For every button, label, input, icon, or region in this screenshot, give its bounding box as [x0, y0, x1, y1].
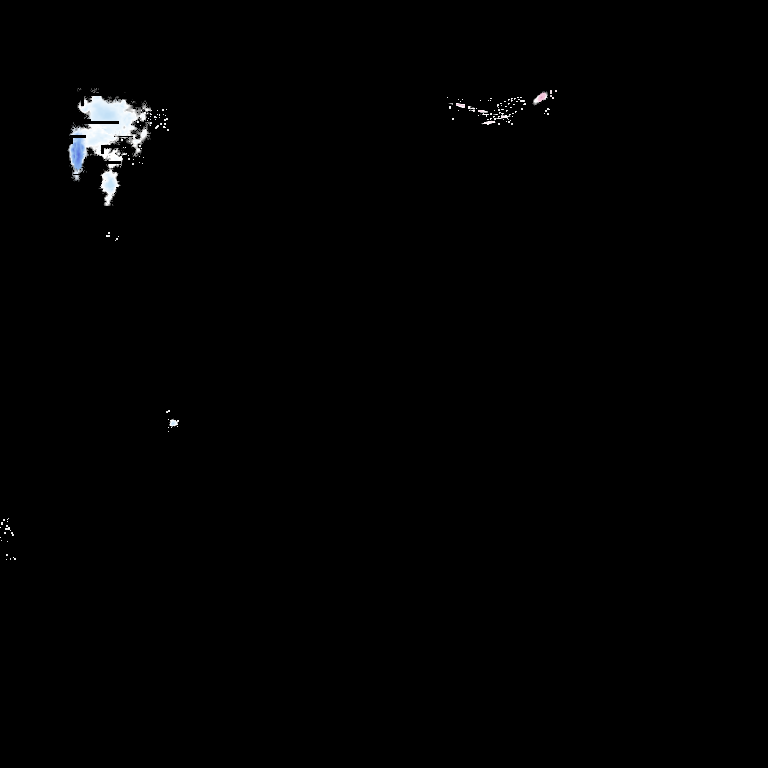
reflectivity-raster — [0, 0, 768, 768]
raster-viewport: Radar Reflectivity Raster Radar Reflecti… — [0, 0, 768, 768]
